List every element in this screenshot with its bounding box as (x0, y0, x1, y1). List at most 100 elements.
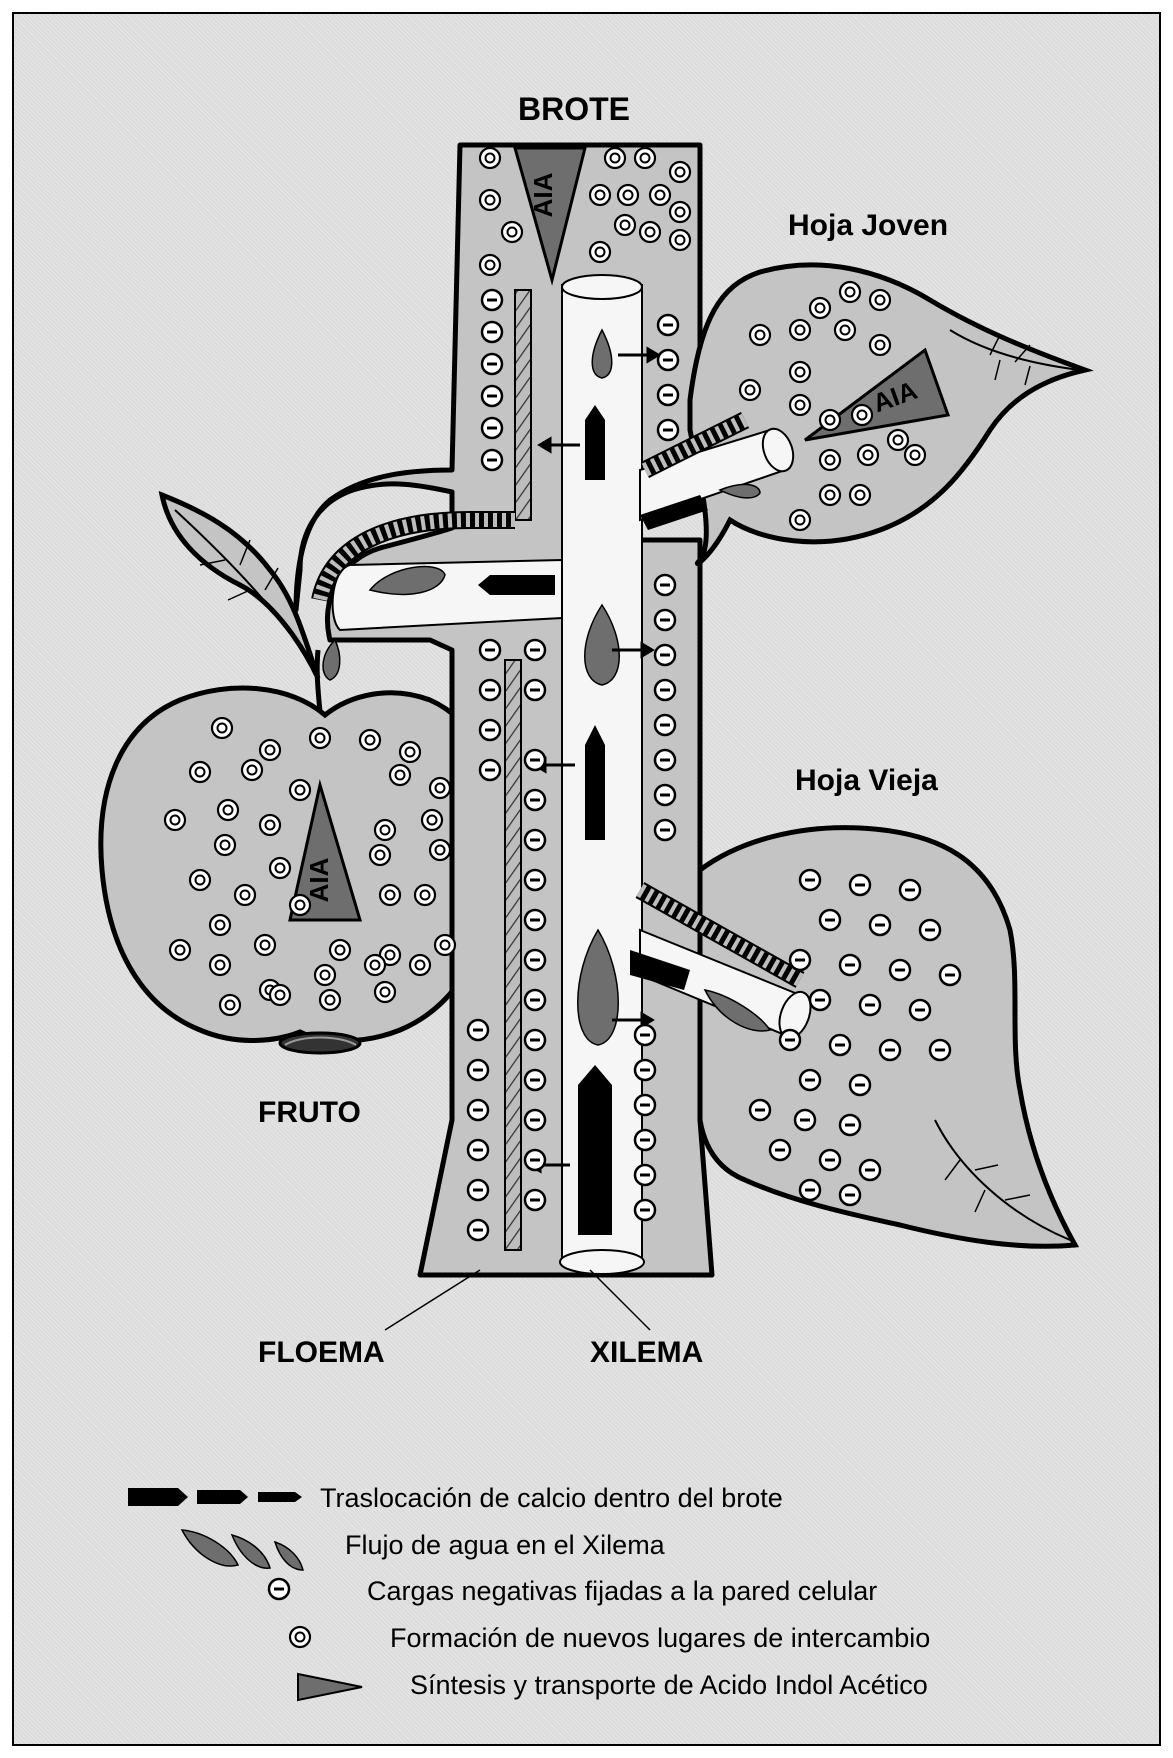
negative-charge-icon (525, 1190, 545, 1210)
exchange-site-icon (165, 810, 185, 830)
exchange-site-icon (210, 915, 230, 935)
legend-text-calcium: Traslocación de calcio dentro del brote (320, 1483, 783, 1513)
exchange-site-icon (210, 955, 230, 975)
exchange-site-icon (840, 282, 860, 302)
negative-charge-icon (860, 995, 880, 1015)
negative-charge-icon (655, 785, 675, 805)
exchange-site-icon (790, 395, 810, 415)
exchange-site-icon (635, 148, 655, 168)
negative-charge-icon (525, 990, 545, 1010)
exchange-site-icon (310, 728, 330, 748)
exchange-site-icon (618, 185, 638, 205)
negative-charge-icon (880, 1040, 900, 1060)
exchange-site-icon (365, 955, 385, 975)
negative-charge-icon (482, 450, 502, 470)
exchange-site-icon (670, 162, 690, 182)
negative-charge-icon (790, 950, 810, 970)
legend-text-water: Flujo de agua en el Xilema (345, 1530, 666, 1560)
label-hoja-joven: Hoja Joven (788, 209, 948, 242)
exchange-site-icon (480, 255, 500, 275)
negative-charge-icon (525, 680, 545, 700)
legend-text-negative: Cargas negativas fijadas a la pared celu… (367, 1576, 877, 1606)
negative-charge-icon (658, 315, 678, 335)
negative-charge-icon (482, 290, 502, 310)
negative-charge-icon (635, 1060, 655, 1080)
legend-water-drop-icon (182, 1530, 303, 1570)
negative-charge-icon (655, 575, 675, 595)
exchange-site-icon (670, 202, 690, 222)
exchange-site-icon (650, 185, 670, 205)
exchange-site-icon (858, 445, 878, 465)
negative-charge-icon (468, 1180, 488, 1200)
negative-charge-icon (482, 418, 502, 438)
negative-charge-icon (525, 830, 545, 850)
legend-exchange-site-icon (290, 1627, 310, 1647)
exchange-site-icon (790, 320, 810, 340)
exchange-site-icon (375, 820, 395, 840)
exchange-site-icon (330, 940, 350, 960)
exchange-site-icon (590, 242, 610, 262)
exchange-site-icon (750, 325, 770, 345)
negative-charge-icon (655, 750, 675, 770)
legend: Traslocación de calcio dentro del brote … (128, 1483, 930, 1700)
exchange-site-icon (415, 885, 435, 905)
negative-charge-icon (635, 1200, 655, 1220)
negative-charge-icon (850, 1075, 870, 1095)
svg-text:AIA: AIA (528, 172, 558, 217)
exchange-site-icon (290, 780, 310, 800)
negative-charge-icon (870, 915, 890, 935)
exchange-site-icon (480, 148, 500, 168)
exchange-site-icon (430, 840, 450, 860)
negative-charge-icon (800, 1180, 820, 1200)
negative-charge-icon (658, 350, 678, 370)
exchange-site-icon (852, 405, 872, 425)
floema-leader (385, 1270, 480, 1330)
exchange-site-icon (740, 380, 760, 400)
exchange-site-icon (390, 765, 410, 785)
svg-text:AIA: AIA (304, 857, 334, 902)
exchange-site-icon (502, 222, 522, 242)
negative-charge-icon (655, 645, 675, 665)
exchange-site-icon (375, 982, 395, 1002)
label-hoja-vieja: Hoja Vieja (795, 764, 938, 797)
negative-charge-icon (468, 1140, 488, 1160)
label-floema: FLOEMA (258, 1336, 385, 1369)
exchange-site-icon (270, 858, 290, 878)
negative-charge-icon (840, 1185, 860, 1205)
negative-charge-icon (860, 1160, 880, 1180)
exchange-site-icon (315, 965, 335, 985)
negative-charge-icon (930, 1040, 950, 1060)
exchange-site-icon (190, 762, 210, 782)
exchange-site-icon (810, 298, 830, 318)
exchange-site-icon (360, 730, 380, 750)
exchange-site-icon (820, 410, 840, 430)
exchange-site-icon (590, 185, 610, 205)
negative-charge-icon (525, 910, 545, 930)
negative-charge-icon (820, 910, 840, 930)
negative-charge-icon (890, 960, 910, 980)
exchange-site-icon (370, 845, 390, 865)
negative-charge-icon (480, 680, 500, 700)
legend-text-exchange: Formación de nuevos lugares de intercamb… (390, 1623, 930, 1653)
exchange-site-icon (218, 800, 238, 820)
exchange-site-icon (212, 718, 232, 738)
exchange-site-icon (380, 885, 400, 905)
negative-charge-icon (910, 1000, 930, 1020)
negative-charge-icon (655, 820, 675, 840)
exchange-site-icon (790, 362, 810, 382)
negative-charge-icon (800, 870, 820, 890)
negative-charge-icon (468, 1100, 488, 1120)
exchange-site-icon (870, 290, 890, 310)
exchange-site-icon (870, 335, 890, 355)
exchange-site-icon (480, 190, 500, 210)
exchange-site-icon (220, 995, 240, 1015)
negative-charge-icon (480, 720, 500, 740)
exchange-site-icon (320, 990, 340, 1010)
exchange-site-icon (835, 320, 855, 340)
legend-calcium-arrow-icon (128, 1488, 302, 1506)
negative-charge-icon (525, 1070, 545, 1090)
negative-charge-icon (900, 880, 920, 900)
exchange-site-icon (422, 810, 442, 830)
exchange-site-icon (190, 870, 210, 890)
